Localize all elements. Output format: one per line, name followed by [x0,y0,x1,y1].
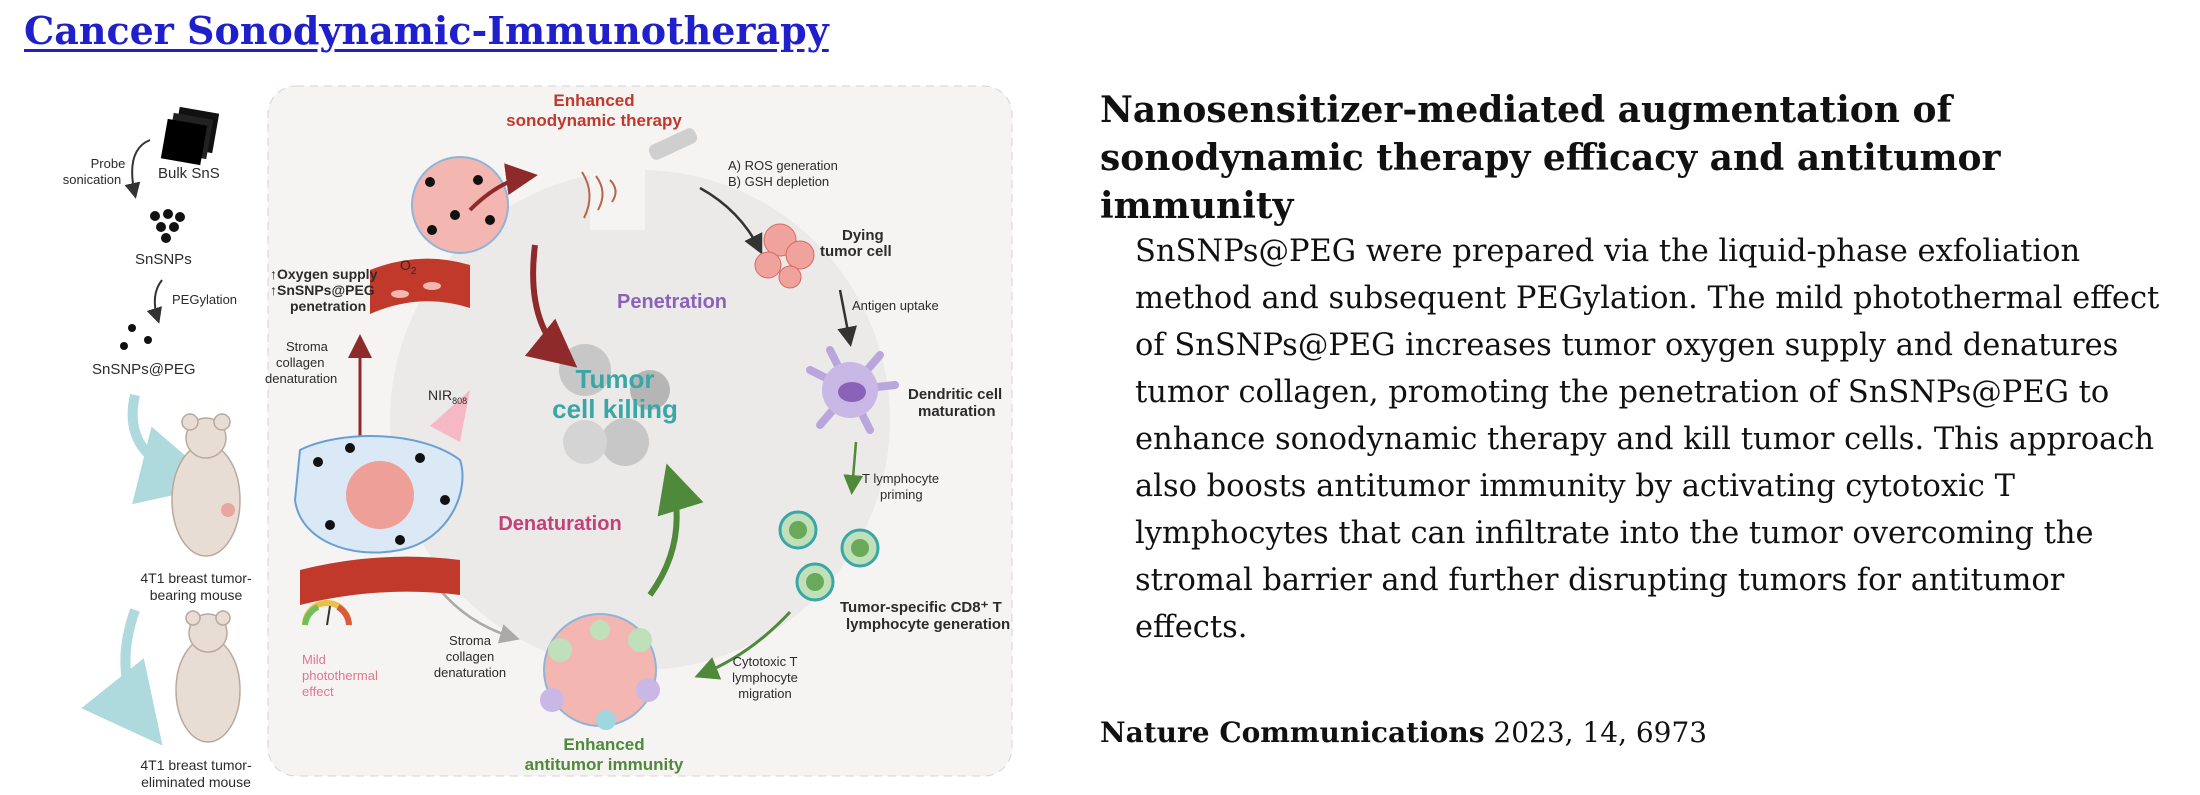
stroma-bottom-3: denaturation [434,665,506,680]
nir-beam [430,390,470,442]
dying-line1: Dying [842,227,884,244]
mechanism-diagram: Bulk SnS Probe sonication SnSNPs PEGylat… [63,85,1013,790]
antigen-uptake-label: Antigen uptake [852,298,939,313]
thermometer-icon [302,600,352,626]
enhanced-immunity-line2: antitumor immunity [525,755,684,774]
tumor-killing-line2: cell killing [552,394,678,424]
snsnps-icon [150,209,185,243]
snsnps-peg-icon [120,324,152,350]
oxygen-line3: penetration [290,298,366,314]
stroma-left-3: denaturation [265,371,337,386]
dendritic-line2: maturation [918,403,996,420]
cytotoxic-line2: lymphocyte [732,670,798,685]
snsnps-label: SnSNPs [135,251,192,268]
mild-pt-line2: photothermal [302,668,378,683]
mechanism-figure: Bulk SnS Probe sonication SnSNPs PEGylat… [0,70,1040,790]
t-priming-line1: T lymphocyte [862,471,939,486]
penetration-label: Penetration [617,291,727,313]
snsnps-peg-label: SnSNPs@PEG [92,361,196,378]
o2-label: O2 [400,257,417,277]
t-priming-line2: priming [880,487,923,502]
bulk-sns-label: Bulk SnS [158,165,220,182]
mouse-bearing-line2: bearing mouse [150,587,243,603]
mild-pt-line3: effect [302,684,334,699]
mild-pt-line1: Mild [302,652,326,667]
denaturation-label: Denaturation [498,513,621,535]
probe-label: Probe [91,156,126,171]
cytotoxic-line1: Cytotoxic T [733,654,798,669]
stroma-bottom-2: collagen [446,649,494,664]
enhanced-sdt-line1: Enhanced [553,91,634,110]
stroma-bottom-1: Stroma [449,633,492,648]
dendritic-line1: Dendritic cell [908,386,1002,403]
killed-cells-icon [559,344,670,466]
mouse-bearing-line1: 4T1 breast tumor- [140,570,252,586]
summary-paragraph: SnSNPs@PEG were prepared via the liquid-… [1135,234,2160,645]
sonication-label: sonication [63,172,122,187]
tumor-vessel-top [370,156,509,314]
cd8-line2: lymphocyte generation [846,616,1010,633]
t-cells-icon [778,510,880,602]
tumor-spot [221,503,235,517]
stroma-left-1: Stroma [286,339,329,354]
cytotoxic-line3: migration [738,686,791,701]
dying-line2: tumor cell [820,243,892,260]
section-title: Nanosensitizer-mediated augmentation of … [1100,89,2001,227]
page-title: Cancer Sonodynamic-Immunotherapy [24,8,829,53]
enhanced-sdt-line2: sonodynamic therapy [506,111,682,130]
citation-journal: Nature Communications [1100,716,1485,749]
mouse-eliminated-line1: 4T1 breast tumor- [140,757,252,773]
nir-label: NIR808 [428,387,467,406]
bulk-sns-icon [160,106,220,166]
immune-tumor-cluster [540,613,660,730]
citation-details: 2023, 14, 6973 [1493,716,1708,749]
oxygen-line1: ↑Oxygen supply [270,266,378,282]
ros-line: A) ROS generation [728,158,838,173]
dendritic-cell-icon [806,346,899,434]
gsh-line: B) GSH depletion [728,174,829,189]
stroma-left-2: collagen [276,355,324,370]
mouse-eliminated-icon [175,610,241,743]
enhanced-immunity-line1: Enhanced [563,735,644,754]
collagen-tumor [293,435,464,605]
cd8-line1: Tumor-specific CD8⁺ T [840,599,1002,616]
oxygen-line2: ↑SnSNPs@PEG [270,282,375,298]
dying-tumor-cell-icon [754,223,815,289]
citation: Nature Communications 2023, 14, 6973 [1100,716,1707,749]
pegylation-label: PEGylation [172,292,237,307]
cycle-circle [390,170,890,670]
mouse-eliminated-line2: eliminated mouse [141,774,251,790]
ultrasound-probe-icon [581,128,698,219]
tumor-killing-line1: Tumor [576,364,655,394]
mouse-bearing-icon [171,413,241,557]
